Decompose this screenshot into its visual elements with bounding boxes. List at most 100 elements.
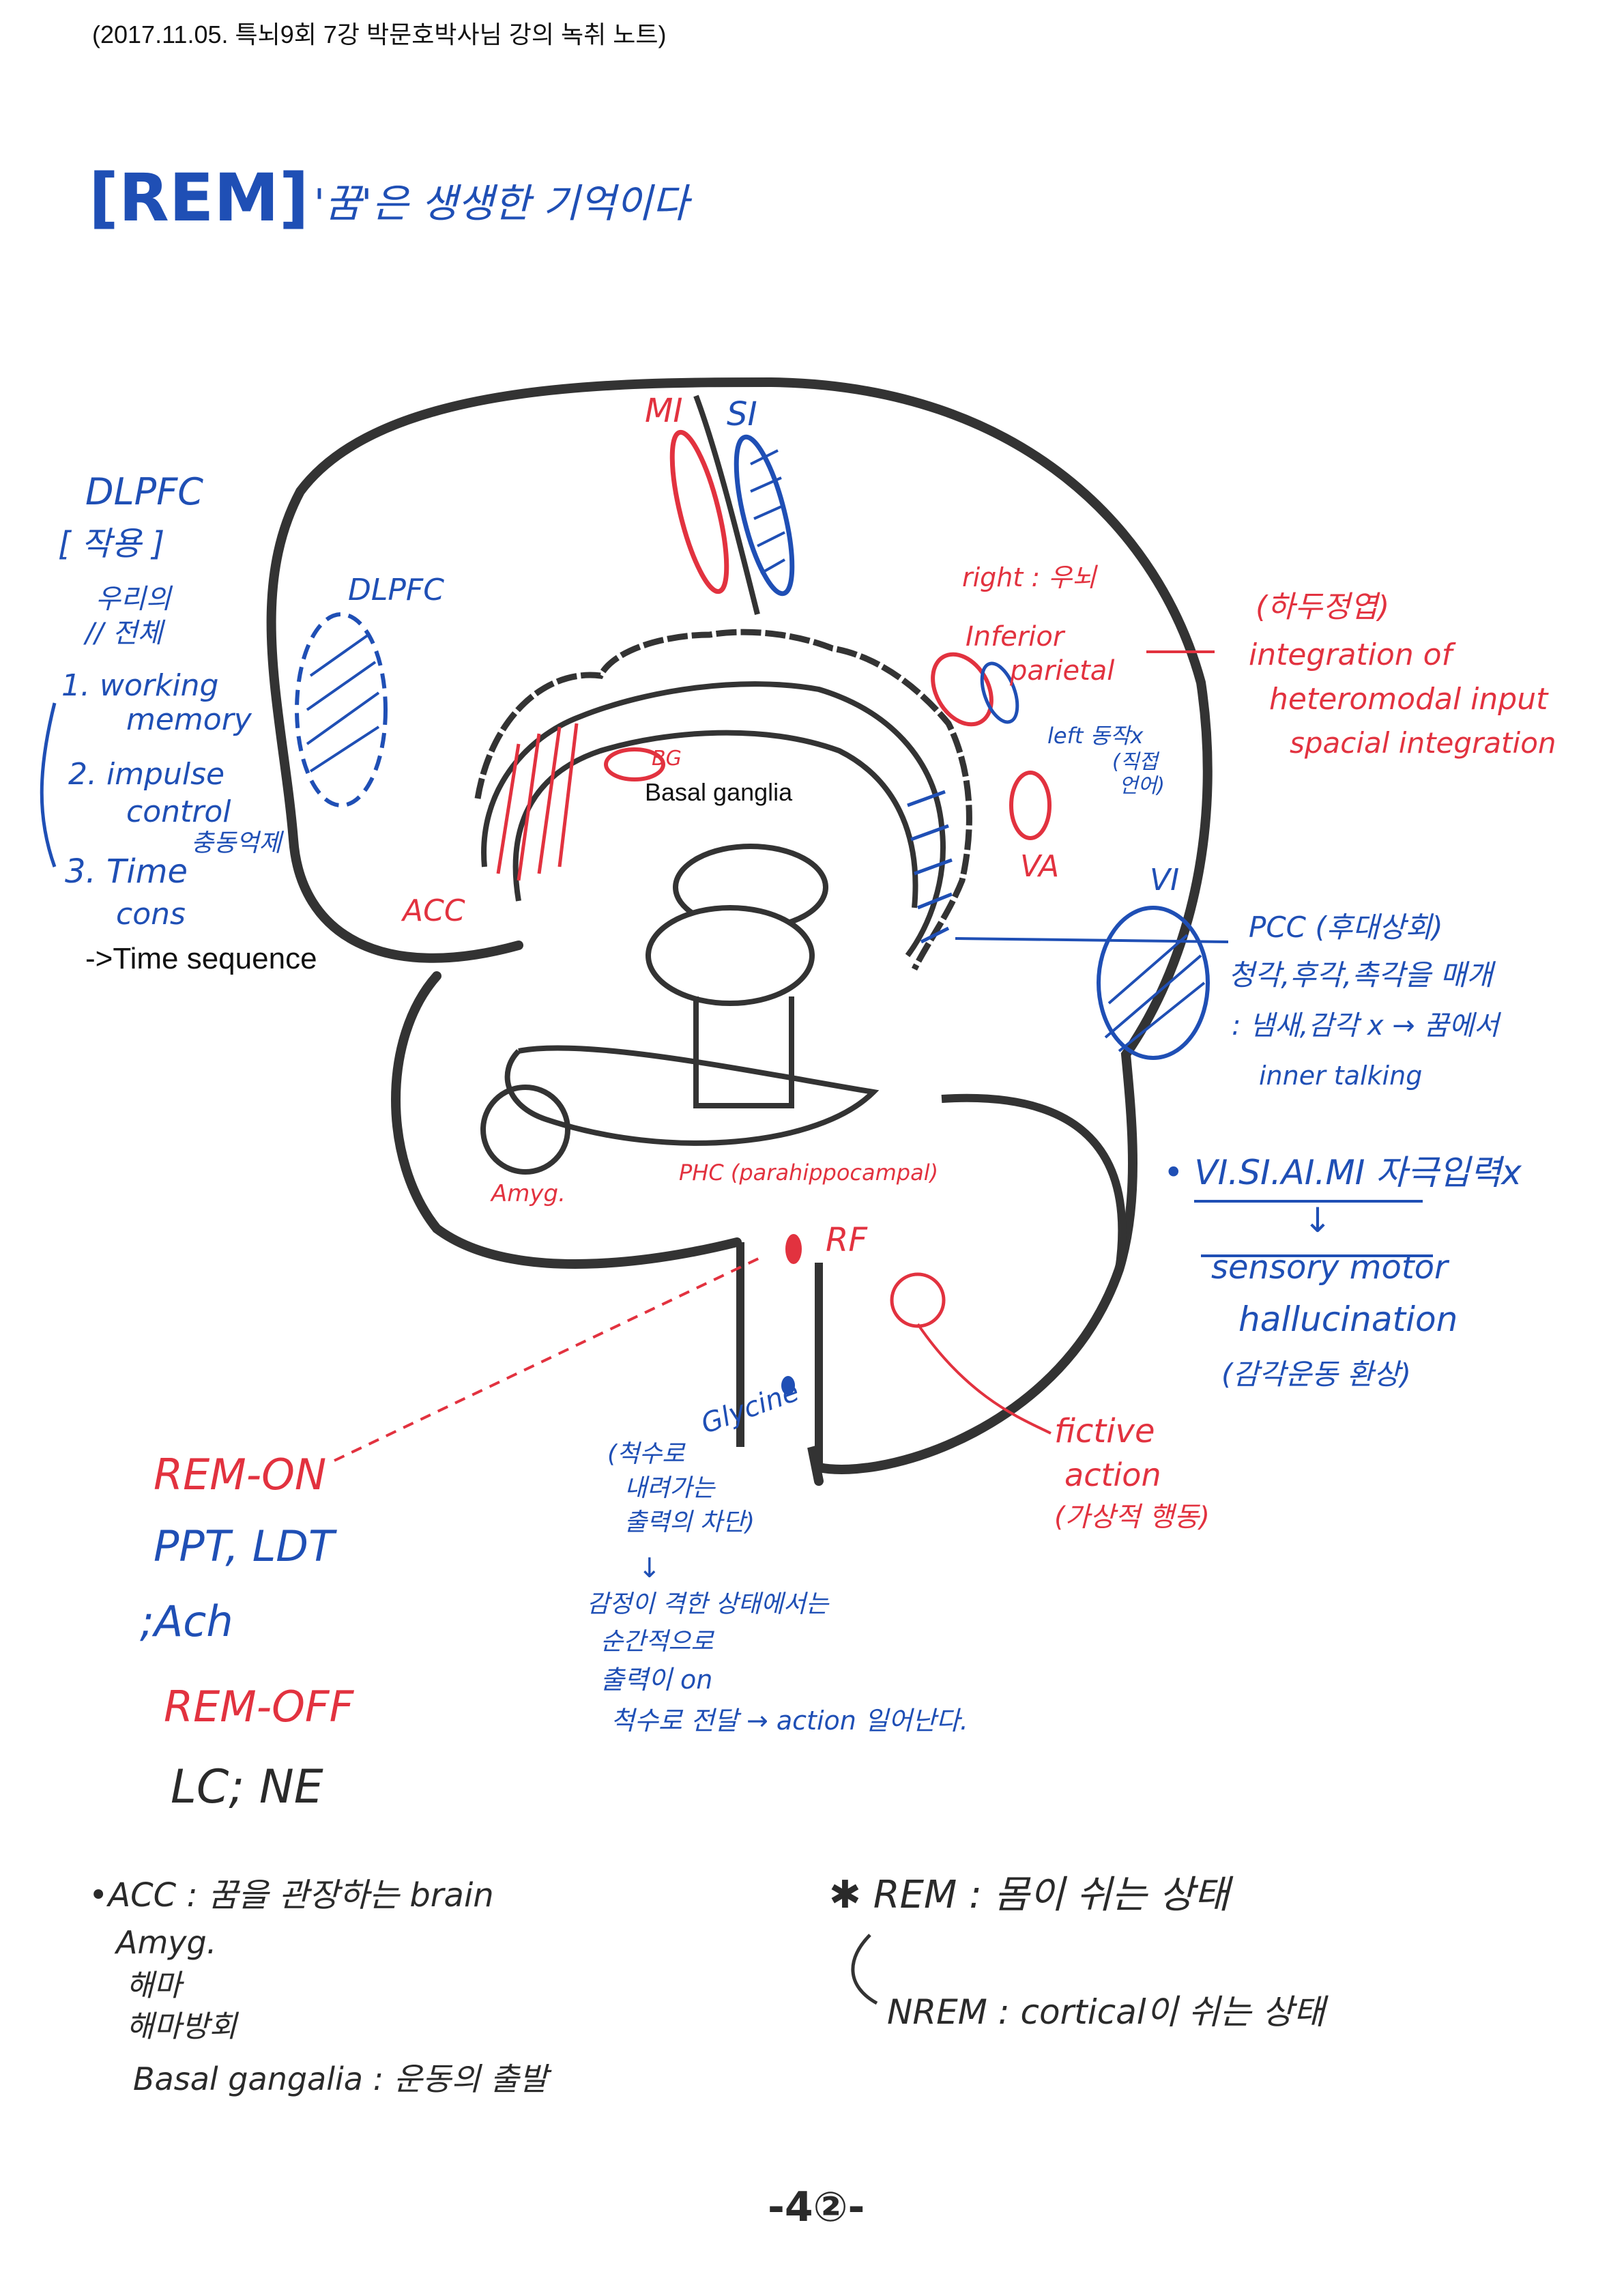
dlpfc-subheading: [ 작용 ]: [58, 525, 165, 563]
dlpfc-bracket: [40, 702, 57, 867]
s1-region: [734, 434, 795, 597]
rem-off-line1: LC; NE: [171, 1760, 323, 1814]
time-sequence-note: ->Time sequence: [85, 942, 317, 975]
title-subtitle: '꿈'은 생생한 기억이다: [314, 180, 689, 227]
rem-off-title: REM-OFF: [164, 1682, 354, 1732]
spinal-note-2: 내려가는: [624, 1474, 715, 1502]
pcc-note-1: PCC (후대상회): [1249, 910, 1443, 944]
parietal-note-4: spacial integration: [1290, 726, 1556, 760]
bottom-left-1: •ACC : 꿈을 관장하는 brain: [89, 1876, 494, 1914]
v1-note-4: (감각운동 환상): [1221, 1358, 1411, 1391]
dlpfc-item2-b: control: [126, 794, 231, 829]
parietal-note-2: integration of: [1249, 637, 1453, 672]
inferior-parietal-region: [931, 652, 994, 727]
fictive-line: [916, 1323, 1052, 1435]
dlpfc-region: [295, 612, 388, 807]
left-label-3: 언어): [1119, 774, 1165, 798]
fictive-3: (가상적 행동): [1054, 1502, 1210, 1533]
rem-on-line2: ;Ach: [140, 1596, 233, 1646]
acc-hatch: [496, 723, 579, 881]
bottom-left-3: 해마: [126, 1968, 182, 2003]
spinal-note-5: 순간적으로: [600, 1628, 714, 1656]
cingulate-outer: [474, 629, 972, 971]
dlpfc-item2-note: 충동억제: [191, 829, 282, 857]
va-region: [1009, 771, 1052, 840]
dlpfc-item3-b: cons: [116, 897, 186, 932]
dlpfc-intro-1: 우리의: [96, 584, 171, 615]
v1-note-2: sensory motor: [1211, 1248, 1448, 1287]
spinal-note-7: 척수로 전달 → action 일어난다.: [611, 1706, 968, 1736]
basal-ganglia-label: Basal ganglia: [645, 778, 793, 806]
s1-label: SI: [727, 395, 757, 433]
left-label-2: (직접: [1112, 750, 1158, 774]
pcc-note-2: 청각,후각,촉각을 매개: [1228, 958, 1493, 992]
title-tag: [REM]: [89, 160, 309, 236]
spinal-note-6: 출력이 on: [600, 1665, 713, 1695]
v1-hatch: [1104, 934, 1206, 1052]
v1-region: [1097, 906, 1210, 1060]
dlpfc-intro-2: // 전체: [85, 618, 163, 649]
inferior-parietal-blue: [980, 661, 1019, 724]
bg-short-label: BG: [652, 747, 682, 771]
cerebellum-dot: [890, 1272, 946, 1328]
amyg-label: Amyg.: [491, 1180, 566, 1207]
pcc-note-4: inner talking: [1259, 1061, 1423, 1091]
m1-label: MI: [645, 392, 683, 430]
thalamus-lower: [646, 905, 815, 1006]
bottom-right-2: NREM : cortical이 쉬는 상태: [887, 1992, 1325, 2032]
parietal-label: parietal: [1010, 655, 1115, 687]
v1-note-1: • VI.SI.AI.MI 자극입력x: [1163, 1153, 1522, 1192]
rem-on-dashed-line: [334, 1254, 765, 1462]
pcc-arrow: [955, 937, 1229, 943]
spinal-note-3: 출력의 차단): [624, 1508, 755, 1536]
rem-on-line1: PPT, LDT: [154, 1521, 334, 1571]
fictive-2: action: [1064, 1456, 1161, 1493]
rem-bracket: [851, 1934, 878, 2005]
s1-hatch: [750, 449, 785, 575]
spinal-note-1: (척수로: [607, 1440, 685, 1468]
dlpfc-item1-a: 1. working: [61, 668, 219, 703]
pcc-hatch: [907, 790, 953, 944]
rem-on-title: REM-ON: [154, 1450, 327, 1499]
amyg-region: [480, 1085, 570, 1175]
acc-label: ACC: [403, 893, 465, 928]
fictive-1: fictive: [1054, 1412, 1155, 1450]
dlpfc-label: DLPFC: [348, 573, 444, 607]
corpus-callosum: [512, 730, 918, 908]
bottom-left-5: Basal gangalia : 운동의 출발: [133, 2061, 548, 2097]
midbrain: [693, 996, 794, 1108]
right-label: right : 우뇌: [962, 562, 1097, 592]
dlpfc-item3-a: 3. Time: [65, 852, 188, 891]
glycine-dot: [781, 1376, 795, 1395]
dlpfc-item2-a: 2. impulse: [68, 757, 225, 792]
hippocampus-outline: [504, 1045, 880, 1146]
dlpfc-hatch: [306, 633, 380, 773]
parietal-note-1: (하두정엽): [1256, 590, 1390, 625]
cingulate-inner: [481, 681, 946, 958]
rf-label: RF: [826, 1221, 867, 1259]
dlpfc-heading: DLPFC: [85, 470, 203, 513]
v1-note-arrow: ↓: [1303, 1201, 1332, 1240]
spinal-note-arrow: ↓: [638, 1553, 661, 1584]
bottom-left-4: 해마방회: [126, 2009, 237, 2044]
temporal-lobe-outline: [391, 971, 742, 1269]
v1-label: VI: [1150, 863, 1180, 898]
dlpfc-item1-b: memory: [126, 702, 252, 737]
m1-region: [669, 429, 729, 594]
phc-label: PHC (parahippocampal): [679, 1160, 939, 1186]
v1-note-3: hallucination: [1238, 1300, 1458, 1339]
bottom-left-2: Amyg.: [116, 1924, 217, 1961]
left-label-1: left 동작x: [1047, 723, 1144, 749]
rf-dot: [785, 1234, 802, 1264]
spinal-note-4: 감정이 격한 상태에서는: [587, 1590, 829, 1618]
parietal-note-3: heteromodal input: [1269, 682, 1548, 717]
bg-region: [604, 747, 665, 781]
pcc-note-3: : 냄새,감각 x → 꿈에서: [1232, 1010, 1499, 1042]
bottom-right-1: ✱ REM : 몸이 쉬는 상태: [829, 1873, 1230, 1917]
central-sulcus: [693, 394, 760, 615]
va-label: VA: [1020, 849, 1060, 884]
inferior-label: Inferior: [966, 621, 1064, 652]
note-header: (2017.11.05. 특뇌9회 7강 박문호박사님 강의 녹취 노트): [92, 20, 667, 48]
cerebellum-outline: [941, 1093, 1127, 1270]
